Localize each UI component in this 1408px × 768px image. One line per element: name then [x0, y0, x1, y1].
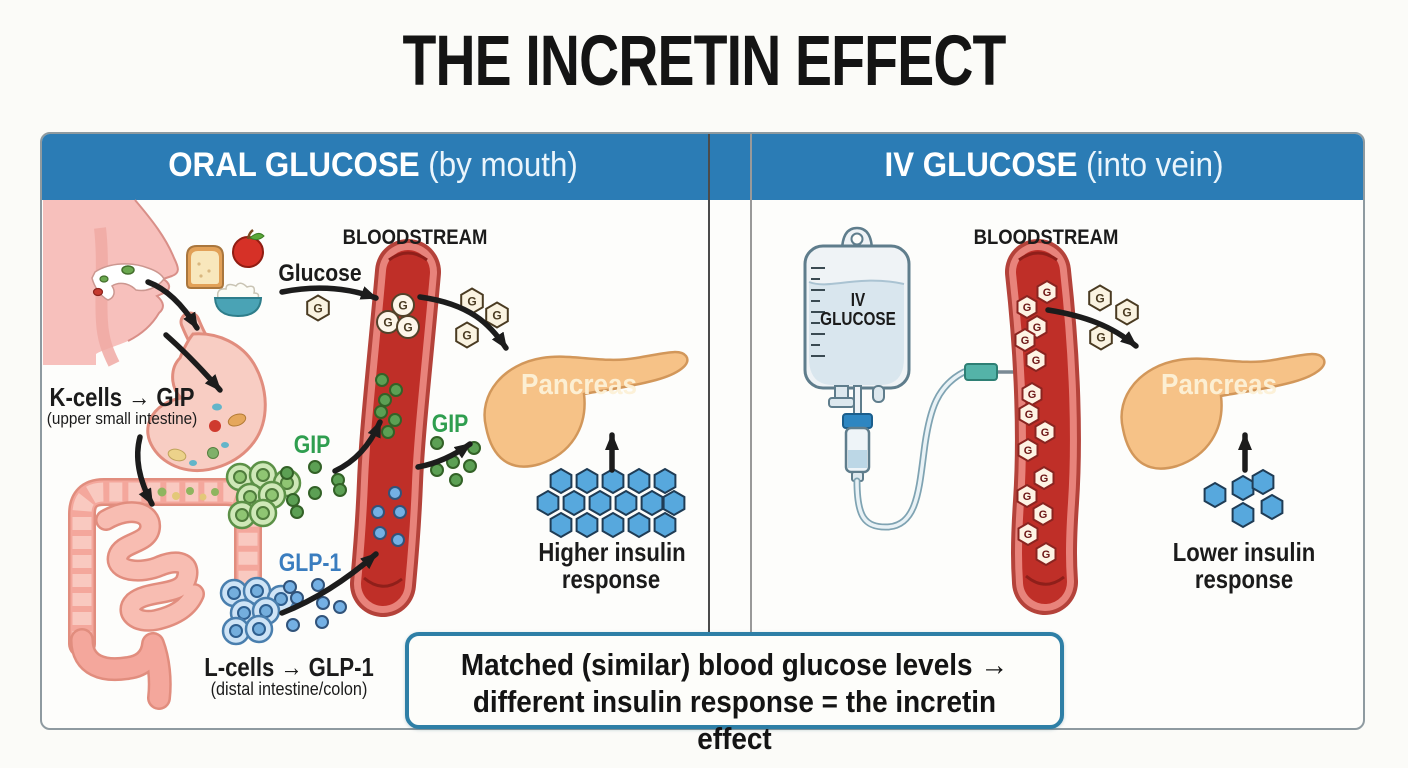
- apple-icon: [232, 229, 265, 268]
- intestines-illustration: [82, 487, 248, 698]
- vessel-rim: [388, 251, 428, 262]
- higher-insulin-line2: response: [561, 564, 661, 594]
- face-profile-illustration: [43, 199, 179, 367]
- arrow-mouth-down: [145, 279, 200, 331]
- drip-chamber-liquid: [848, 450, 867, 468]
- iv-header-note: (into vein): [1086, 146, 1224, 184]
- arrow-vessel-to-pancreas-left: [417, 294, 509, 351]
- panel-divider-left-line: [708, 134, 710, 728]
- vessel-rim: [1025, 574, 1065, 586]
- drip-chamber-cap: [842, 413, 873, 429]
- oral-header-bold: ORAL GLUCOSE: [168, 146, 420, 184]
- rice-bowl-icon: [213, 282, 263, 318]
- iv-bag-label-line1: IV: [850, 290, 866, 310]
- panel-header-band: [42, 134, 1363, 200]
- bag-port-cap: [828, 397, 855, 408]
- esophagus-band: [94, 227, 120, 367]
- higher-insulin-line1: Higher insulin: [538, 537, 686, 567]
- food-bit-red: [92, 287, 104, 297]
- gip-label-left: GIP: [293, 431, 331, 459]
- glucose-hexagon: [455, 321, 479, 349]
- oral-panel-header: ORAL GLUCOSE (by mouth): [168, 146, 578, 184]
- arrow-stomach-to-intestine: [135, 434, 155, 507]
- arrow-vessel-to-pancreas-right: [1045, 307, 1139, 349]
- illustration-canvas: G G G: [43, 199, 1326, 730]
- arrow-glucose-to-vessel: [279, 285, 379, 301]
- iv-panel-header: IV GLUCOSE (into vein): [884, 146, 1224, 184]
- iv-connector: [964, 363, 998, 381]
- conclusion-box: Matched (similar) blood glucose levels →…: [405, 632, 1064, 756]
- lower-insulin-line1: Lower insulin: [1172, 537, 1316, 567]
- stomach-content: [207, 447, 219, 459]
- glucose-hexagon: [1115, 298, 1139, 326]
- conclusion-line1: Matched (similar) blood glucose levels →: [460, 647, 1009, 682]
- glp1-label: GLP-1: [278, 549, 342, 577]
- conclusion-line2: different insulin response = the increti…: [472, 684, 997, 756]
- open-mouth: [91, 263, 165, 301]
- arrow-kcells-to-vessel: [332, 419, 383, 474]
- stomach-content: [227, 413, 247, 427]
- insulin-cluster-left: [536, 468, 686, 538]
- vessel-rim: [363, 576, 403, 588]
- pancreas-label-left: Pancreas: [520, 369, 638, 401]
- lower-insulin-line2: response: [1194, 564, 1294, 594]
- glucose-hexagon: [306, 294, 330, 322]
- stomach-content: [189, 460, 197, 466]
- bag-graduation-ticks: [811, 267, 825, 357]
- vessel-rim: [1018, 251, 1058, 262]
- colon-content: [211, 488, 219, 496]
- bag-hanger-hole: [850, 232, 864, 246]
- drip-neck: [853, 385, 862, 415]
- iv-header-bold: IV GLUCOSE: [884, 146, 1078, 184]
- food-bit-green: [121, 265, 135, 275]
- oral-glucose-illustration: [43, 199, 689, 698]
- colon-content: [199, 493, 207, 501]
- colon-content: [172, 492, 180, 500]
- stomach-content: [212, 403, 222, 411]
- bloodstream-label-left: BLOODSTREAM: [342, 226, 488, 249]
- stomach-illustration: [146, 322, 267, 472]
- kcells-note: (upper small intestine): [46, 409, 198, 428]
- iv-bag-illustration: [803, 226, 1018, 527]
- oral-header-note: (by mouth): [428, 146, 578, 184]
- stomach-content: [167, 448, 187, 462]
- stomach-content: [209, 420, 221, 432]
- lcells-note: (distal intestine/colon): [210, 679, 368, 699]
- arrow-into-stomach: [163, 332, 223, 393]
- bloodstream-label-right: BLOODSTREAM: [973, 226, 1119, 249]
- insulin-cluster-right: [1203, 469, 1284, 528]
- colon-content: [186, 487, 194, 495]
- colon-content: [157, 487, 167, 497]
- arrow-lcells-to-vessel: [279, 551, 379, 616]
- iv-bag-label-line2: GLUCOSE: [820, 309, 896, 329]
- panel-divider-right-line: [750, 134, 752, 728]
- food-bit-green: [99, 275, 109, 283]
- iv-glucose-illustration: [803, 226, 1326, 584]
- blood-vessel-right: [1016, 253, 1065, 584]
- lcells-label: L-cells → GLP-1: [204, 652, 374, 682]
- glucose-label: Glucose: [278, 260, 362, 287]
- gip-label-right: GIP: [431, 410, 469, 438]
- bag-liquid: [809, 280, 904, 385]
- glucose-hexagon: [1088, 284, 1112, 312]
- arrow-gip-to-pancreas: [415, 441, 473, 470]
- bread-icon: [186, 245, 224, 289]
- stomach-content: [221, 442, 229, 448]
- page-title: THE INCRETIN EFFECT: [402, 19, 1006, 100]
- kcells-label: K-cells → GIP: [49, 382, 195, 412]
- blood-vessel-left: [364, 253, 427, 586]
- bag-port: [872, 385, 885, 403]
- pancreas-label-right: Pancreas: [1160, 369, 1278, 401]
